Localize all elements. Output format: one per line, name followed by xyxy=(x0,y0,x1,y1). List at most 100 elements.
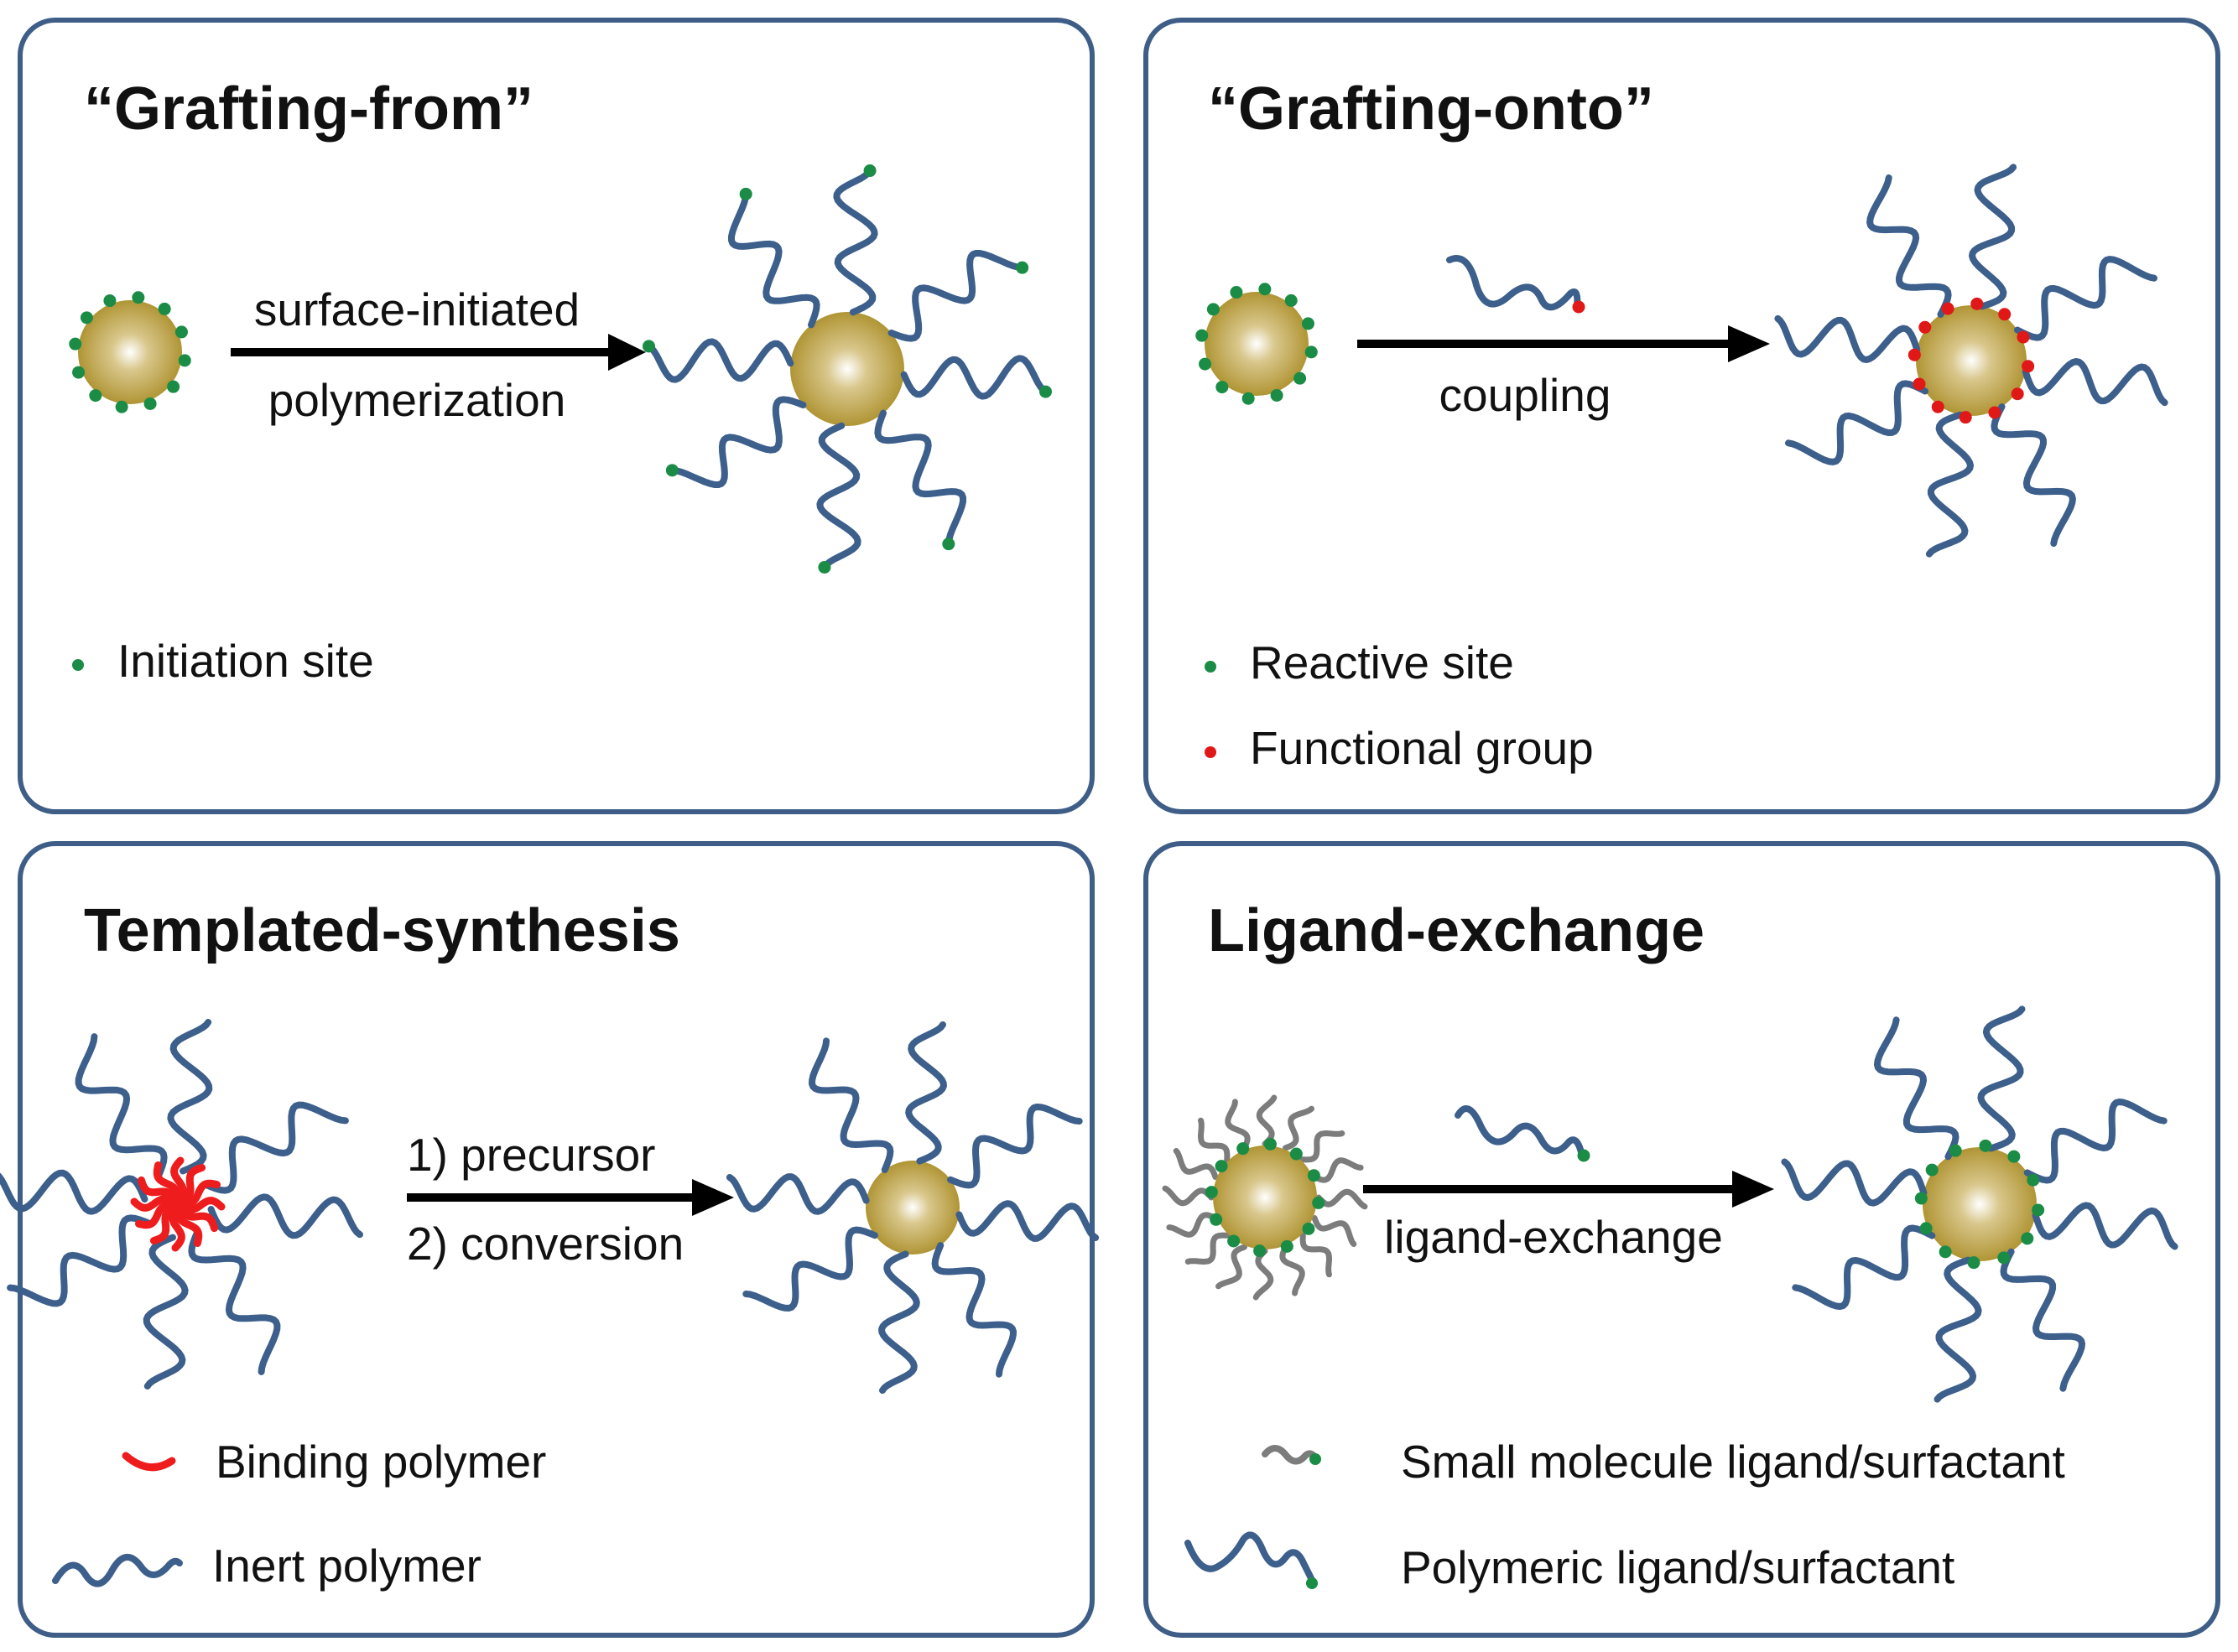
anchor-dot xyxy=(1967,1256,1980,1270)
templated-polymer-chain xyxy=(955,1200,1100,1242)
grafted-polymer-chain xyxy=(887,250,1026,342)
nanoparticle-small-ligand xyxy=(1213,1145,1317,1249)
small-ligand-chain xyxy=(1166,1212,1219,1238)
templated-polymer-chain xyxy=(742,1226,878,1312)
illustrations-layer xyxy=(0,164,2178,1403)
initiation-site-dot xyxy=(103,294,117,308)
legend-initiation-site-text: Initiation site xyxy=(117,635,374,687)
functional-group-dot xyxy=(1988,406,2001,419)
arrow-label-precursor: 1) precursor xyxy=(407,1129,655,1181)
inert-polymer-chain xyxy=(207,1193,363,1239)
functional-group-dot xyxy=(2017,330,2030,344)
anchor-dot xyxy=(1919,1222,1933,1235)
anchor-dot xyxy=(1979,1139,1992,1152)
templated-polymer-chain xyxy=(905,1021,947,1165)
coupled-polymer-chain xyxy=(2014,256,2157,341)
anchor-dot xyxy=(2021,1232,2034,1245)
anchor-dot xyxy=(2007,1150,2021,1163)
initiation-site-dot xyxy=(72,366,86,379)
initiation-site-dot xyxy=(89,389,102,403)
inert-polymer-chain xyxy=(75,1033,168,1181)
arrow-label-surface-initiated: surface-initiated xyxy=(254,283,580,335)
reaction-arrow-ligand-exchange xyxy=(1363,1171,1774,1208)
reactive-site-dot xyxy=(1293,371,1307,385)
nanoparticle-small xyxy=(78,300,182,404)
panel-grafting-from xyxy=(18,18,1095,814)
legend-small-ligand-marker xyxy=(1262,1445,1319,1465)
coupled-polymer-chain xyxy=(1969,164,2017,310)
reaction-arrow-grafting-onto xyxy=(1357,325,1770,362)
legend-binding-polymer-text: Binding polymer xyxy=(216,1436,546,1488)
reactive-site-dot xyxy=(1195,329,1209,342)
reaction-arrow-grafting-from xyxy=(231,334,646,371)
templated-polymer-chain xyxy=(726,1173,870,1215)
anchor-dot xyxy=(2027,1173,2040,1187)
reactive-site-dot xyxy=(1301,317,1314,330)
binding-polymer-core xyxy=(138,1176,179,1207)
ligand-head-dot xyxy=(1215,1160,1228,1173)
functional-group-dot xyxy=(1908,348,1921,361)
chain-end-initiation-dot xyxy=(665,464,679,477)
nanoparticle-templated xyxy=(866,1161,960,1255)
legend-polymeric-ligand-text: Polymeric ligand/surfactant xyxy=(1401,1541,1954,1593)
grafted-polymer-chain xyxy=(669,396,807,488)
functional-group-dot xyxy=(2011,387,2024,401)
reaction-arrow-templated-synthesis xyxy=(407,1179,734,1216)
binding-polymer-core xyxy=(169,1203,185,1252)
grafted-polymer-chain xyxy=(816,422,861,571)
ligand-head-dot xyxy=(1312,1196,1325,1209)
initiation-site-dot xyxy=(158,302,171,315)
templated-polymer-chain xyxy=(809,1037,894,1173)
binding-polymer-core xyxy=(170,1156,187,1205)
reactive-site-dot xyxy=(1241,392,1255,405)
small-ligand-chain xyxy=(1256,1094,1278,1147)
coupled-polymer-chain xyxy=(1774,314,1921,363)
templated-polymer-chain xyxy=(878,1250,920,1395)
ligand-head-dot xyxy=(1289,1147,1303,1161)
chain-end-initiation-dot xyxy=(818,560,831,574)
ligand-head-dot xyxy=(1205,1186,1218,1199)
initiation-site-dot xyxy=(132,291,145,304)
small-ligand-chain xyxy=(1184,1232,1231,1265)
reactive-site-dot xyxy=(1215,381,1229,394)
chain-end-initiation-dot xyxy=(643,340,656,353)
nanoparticle-small xyxy=(1205,292,1309,396)
functional-group-dot xyxy=(1959,411,1972,424)
arrow-label-coupling: coupling xyxy=(1439,369,1611,421)
chain-end-initiation-dot xyxy=(1016,261,1029,274)
initiation-site-dot xyxy=(115,400,128,413)
legend-small-ligand-head xyxy=(1309,1453,1321,1465)
templated-synthesis-title: Templated-synthesis xyxy=(84,897,680,964)
legend-reactive-site-marker xyxy=(1205,661,1216,673)
legend-functional-group-marker xyxy=(1205,746,1216,758)
functional-group-dot xyxy=(1941,302,1954,315)
panel-grafting-onto xyxy=(1143,18,2220,814)
small-ligand-chain xyxy=(1299,1130,1345,1163)
initiation-site-dot xyxy=(178,354,191,367)
exchanged-polymer-chain xyxy=(2032,1202,2178,1250)
coupled-polymer-chain xyxy=(1866,174,1952,318)
binding-polymer-core xyxy=(153,1161,181,1205)
binding-polymer-core xyxy=(177,1179,221,1208)
reactive-site-dot xyxy=(1304,345,1318,359)
ligand-head-dot xyxy=(1210,1213,1223,1226)
legend-initiation-site-marker xyxy=(72,659,84,671)
small-ligand-chain xyxy=(1225,1099,1251,1151)
inert-polymer-chain xyxy=(7,1214,154,1307)
ligand-head-dot xyxy=(1227,1234,1241,1248)
chain-end-initiation-dot xyxy=(1038,385,1052,398)
chain-end-initiation-dot xyxy=(739,187,752,200)
grafting-onto-title: “Grafting-onto” xyxy=(1208,75,1654,143)
reactive-site-dot xyxy=(1230,286,1243,299)
small-ligand-chain xyxy=(1283,1105,1314,1151)
legend-polymeric-ligand-marker xyxy=(1184,1531,1315,1583)
functional-group-dot xyxy=(1918,320,1932,334)
coupled-polymer-chain xyxy=(1785,380,1928,465)
anchor-dot xyxy=(2032,1203,2045,1217)
grafted-polymer-chain xyxy=(874,409,966,548)
initiation-site-dot xyxy=(69,337,82,351)
ligand-head-dot xyxy=(1280,1239,1293,1253)
ligand-head-dot xyxy=(1307,1169,1320,1182)
anchor-dot xyxy=(1914,1192,1928,1205)
